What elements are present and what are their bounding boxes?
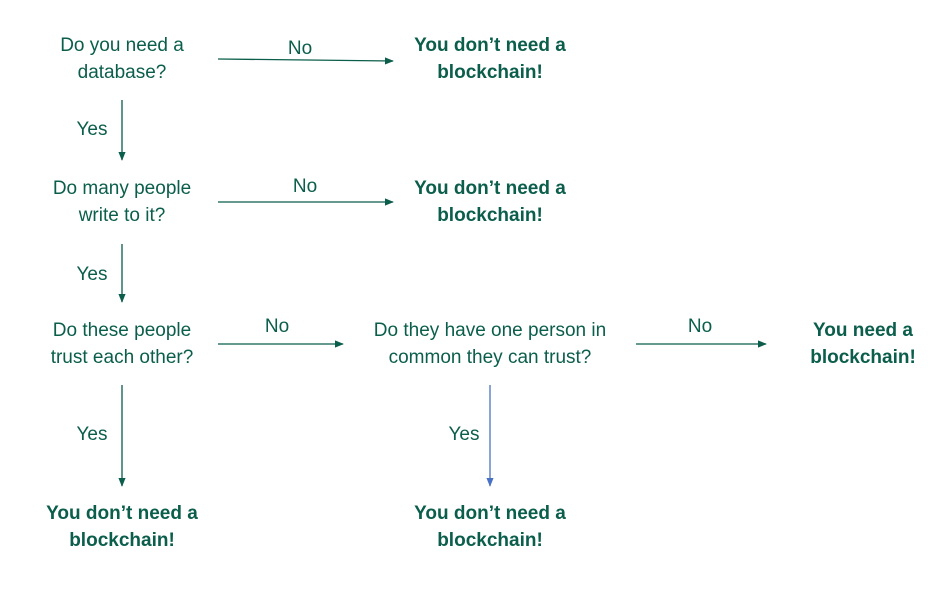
edge-label-q2-yes: Yes bbox=[76, 264, 108, 285]
question-text-line: Do many people bbox=[52, 178, 192, 199]
question-common-trusted-person: Do they have one person in common they c… bbox=[374, 317, 606, 371]
answer-no-blockchain-3: You don’t need a blockchain! bbox=[46, 500, 198, 554]
answer-no-blockchain-4: You don’t need a blockchain! bbox=[414, 500, 566, 554]
edge-label-q3-yes: Yes bbox=[76, 424, 108, 445]
question-many-writers: Do many people write to it? bbox=[53, 175, 191, 229]
question-text-line: Do these people bbox=[52, 320, 192, 341]
answer-text-line: You don’t need a bbox=[414, 178, 566, 199]
question-text-line: database? bbox=[77, 62, 167, 83]
answer-text-line: You don’t need a bbox=[414, 35, 566, 56]
question-text-line: Do you need a bbox=[60, 35, 184, 56]
edge-label-q4-no: No bbox=[687, 316, 713, 337]
question-text-line: common they can trust? bbox=[388, 347, 592, 368]
question-text-line: Do they have one person in bbox=[373, 320, 607, 341]
answer-text-line: You don’t need a bbox=[46, 503, 198, 524]
arrow-q1-no bbox=[217, 57, 394, 65]
edge-label-q2-no: No bbox=[292, 176, 318, 197]
answer-text-line: blockchain! bbox=[437, 530, 543, 551]
answer-text-line: blockchain! bbox=[437, 205, 543, 226]
question-text-line: write to it? bbox=[78, 205, 166, 226]
question-trust-each-other: Do these people trust each other? bbox=[51, 317, 194, 371]
answer-text-line: blockchain! bbox=[69, 530, 175, 551]
edge-label-q4-yes: Yes bbox=[448, 424, 480, 445]
answer-need-blockchain: You need a blockchain! bbox=[810, 317, 916, 371]
answer-no-blockchain-2: You don’t need a blockchain! bbox=[414, 175, 566, 229]
answer-text-line: blockchain! bbox=[810, 347, 916, 368]
answer-text-line: You need a bbox=[813, 320, 913, 341]
answer-text-line: You don’t need a bbox=[414, 503, 566, 524]
edge-label-q3-no: No bbox=[264, 316, 290, 337]
edge-label-q1-no: No bbox=[287, 38, 313, 59]
edge-label-q1-yes: Yes bbox=[76, 119, 108, 140]
question-need-database: Do you need a database? bbox=[60, 32, 184, 86]
answer-no-blockchain-1: You don’t need a blockchain! bbox=[414, 32, 566, 86]
answer-text-line: blockchain! bbox=[437, 62, 543, 83]
question-text-line: trust each other? bbox=[50, 347, 194, 368]
